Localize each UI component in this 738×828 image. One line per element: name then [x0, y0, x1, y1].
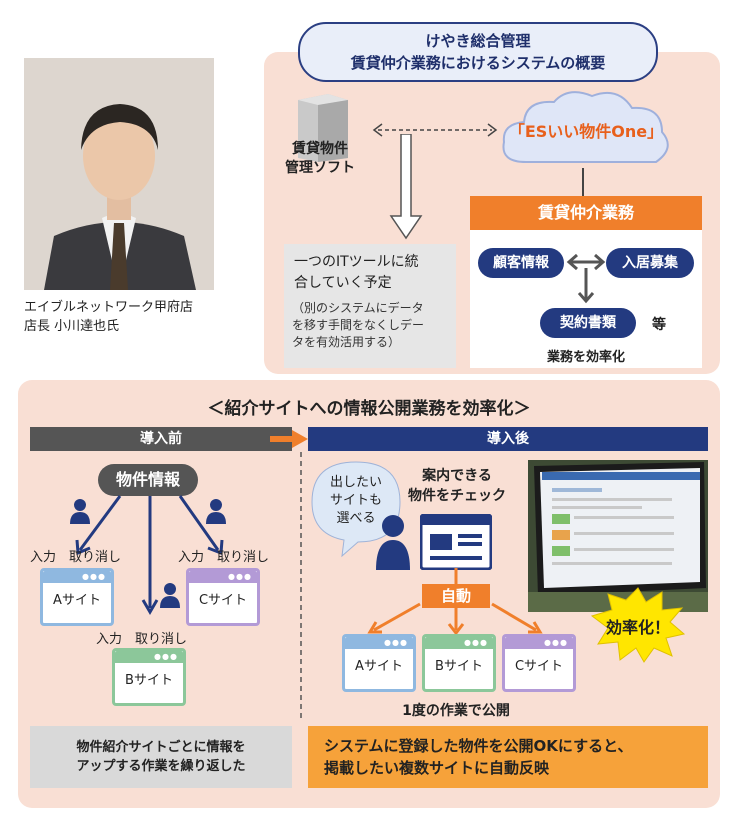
before-label: 導入前: [30, 427, 292, 451]
plan-note-line-1: （別のシステムにデータ: [292, 301, 424, 315]
plan-note-line-2: を移す手間をなくしデー: [292, 318, 425, 332]
check-label: 案内できる 物件をチェック: [392, 466, 522, 506]
auto-site-c-label: Cサイト: [514, 659, 564, 674]
cloud-icon: [502, 91, 669, 163]
auto-site-b-window: ●●● Bサイト: [422, 634, 496, 692]
site-b-window: ●●● Bサイト: [112, 648, 186, 706]
divider-line: [300, 452, 302, 720]
before-summary: 物件紹介サイトごとに情報を アップする作業を繰り返した: [30, 726, 292, 788]
site-c-window: ●●● Cサイト: [186, 568, 260, 626]
integration-plan-box: 一つのITツールに統 合していく予定 （別のシステムにデータ を移す手間をなくし…: [284, 244, 456, 368]
etc-label: 等: [652, 317, 666, 333]
contract-docs-pill: 契約書類: [540, 308, 636, 338]
browser-window-icon: [420, 514, 492, 570]
auto-label: 自動: [422, 584, 490, 608]
auto-site-b-label: Bサイト: [435, 659, 483, 674]
auto-site-a-label: Aサイト: [355, 659, 403, 674]
before-summary-line-1: 物件紹介サイトごとに情報を: [76, 740, 246, 755]
plan-line-2: 合していく予定: [294, 275, 392, 291]
section-title: ＜紹介サイトへの情報公開業務を効率化＞: [207, 399, 531, 419]
after-summary-line-1: システムに登録した物件を公開OKにすると、: [324, 737, 633, 755]
tenant-recruit-pill: 入居募集: [606, 248, 694, 278]
auto-site-c-window: ●●● Cサイト: [502, 634, 576, 692]
user-icon: [376, 515, 410, 570]
management-software-label: 賃貸物件 管理ソフト: [274, 140, 366, 178]
sync-arrow: [372, 123, 498, 137]
business-flow-arrows: [566, 253, 606, 304]
plan-line-1: 一つのITツールに統: [294, 254, 419, 270]
portrait-photo: [24, 58, 214, 290]
person-illustration: [24, 58, 214, 290]
before-summary-line-2: アップする作業を繰り返した: [76, 759, 246, 774]
bubble-line-3: 選べる: [336, 511, 376, 526]
burst-shape: [590, 587, 686, 663]
overview-title: けやき総合管理 賃貸仲介業務におけるシステムの概要: [298, 22, 658, 82]
before-flow-arrows: [75, 495, 224, 615]
check-label-line-1: 案内できる: [422, 468, 492, 484]
brokerage-business-title: 賃貸仲介業務: [470, 196, 702, 230]
software-screen-illustration: [528, 460, 708, 612]
bubble-line-2: サイトも: [329, 493, 382, 508]
speech-bubble: [311, 461, 401, 558]
customer-info-pill: 顧客情報: [478, 248, 564, 278]
efficiency-label: 業務を効率化: [546, 350, 625, 365]
plan-note-line-3: タを有効活用する）: [292, 335, 401, 349]
site-a-window: ●●● Aサイト: [40, 568, 114, 626]
site-c-label: Cサイト: [198, 593, 248, 608]
bubble-text: 出したい サイトも 選べる: [316, 474, 396, 528]
integrate-arrow: [389, 134, 423, 240]
caption-line-1: エイブルネットワーク甲府店: [24, 300, 194, 315]
cloud-connector: [582, 168, 584, 198]
check-label-line-2: 物件をチェック: [408, 488, 506, 504]
monitor-photo: [528, 460, 708, 612]
single-task-label: 1度の作業で公開: [402, 703, 510, 719]
input-cancel-a-label: 入力 取り消し: [30, 550, 122, 565]
after-summary: システムに登録した物件を公開OKにすると、 掲載したい複数サイトに自動反映: [308, 726, 708, 788]
software-label-line-1: 賃貸物件: [292, 141, 348, 157]
property-info-pill: 物件情報: [98, 464, 198, 496]
after-label: 導入後: [308, 427, 708, 451]
after-summary-line-2: 掲載したい複数サイトに自動反映: [324, 759, 550, 777]
site-b-label: Bサイト: [125, 673, 173, 688]
cloud-service-name: 「ESいい物件One」: [508, 122, 664, 141]
overview-title-line-2: 賃貸仲介業務におけるシステムの概要: [350, 54, 606, 72]
auto-site-a-window: ●●● Aサイト: [342, 634, 416, 692]
user-icon: [70, 499, 90, 524]
portrait-caption: エイブルネットワーク甲府店 店長 小川達也氏: [24, 298, 193, 336]
input-cancel-b-label: 入力 取り消し: [96, 632, 188, 647]
overview-title-line-1: けやき総合管理: [425, 32, 531, 50]
site-a-label: Aサイト: [53, 593, 101, 608]
user-icon: [160, 583, 180, 608]
user-icon: [206, 499, 226, 524]
input-cancel-c-label: 入力 取り消し: [178, 550, 270, 565]
server-icon: [298, 94, 348, 162]
efficiency-burst-label: 効率化！: [605, 618, 670, 637]
caption-line-2: 店長 小川達也氏: [24, 319, 120, 334]
auto-flow-arrows: [367, 568, 543, 636]
software-label-line-2: 管理ソフト: [285, 160, 355, 176]
before-after-arrow: [270, 430, 308, 448]
bubble-line-1: 出したい: [329, 475, 382, 490]
